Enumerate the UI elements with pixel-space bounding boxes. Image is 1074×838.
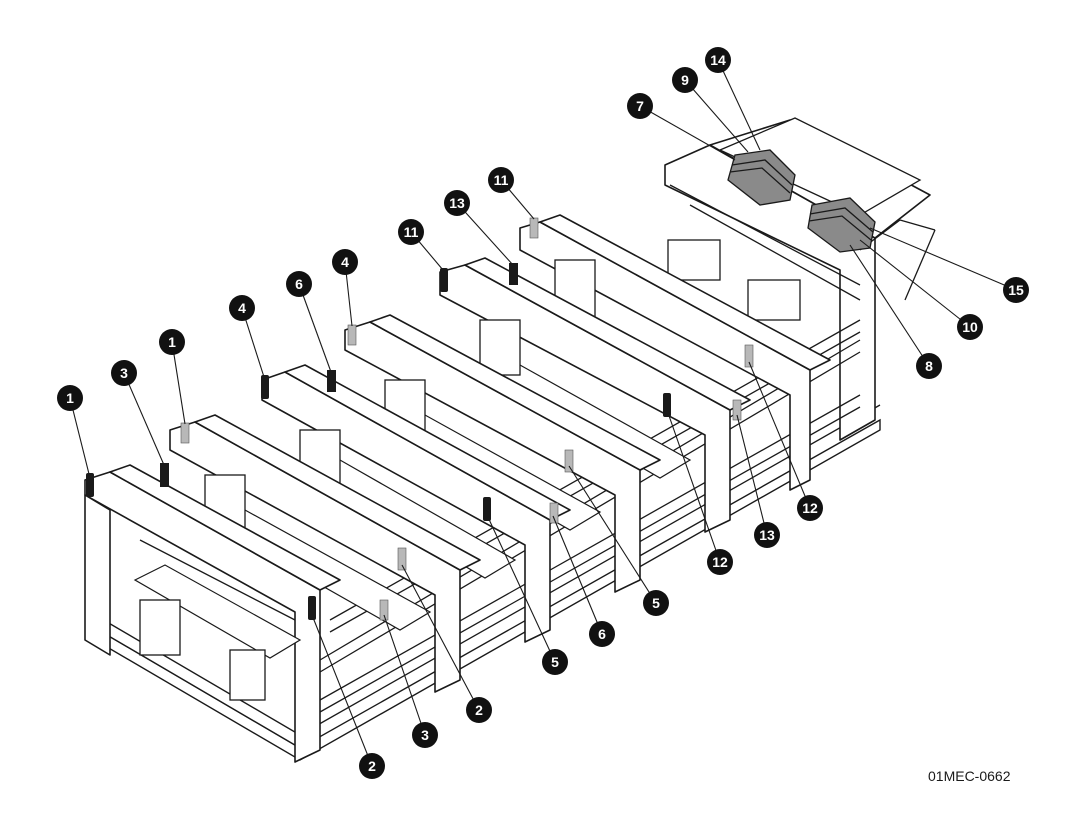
figure-id: 01MEC-0662 bbox=[928, 768, 1011, 784]
callout: 5 bbox=[643, 590, 669, 616]
rear-connectors bbox=[727, 149, 876, 253]
callout: 11 bbox=[398, 219, 424, 245]
svg-text:9: 9 bbox=[681, 72, 689, 88]
callout: 13 bbox=[754, 522, 780, 548]
latches bbox=[86, 217, 754, 621]
svg-text:3: 3 bbox=[421, 727, 429, 743]
svg-text:8: 8 bbox=[925, 358, 933, 374]
svg-text:4: 4 bbox=[238, 300, 246, 316]
callout: 5 bbox=[542, 649, 568, 675]
callout: 8 bbox=[916, 353, 942, 379]
callout: 15 bbox=[1003, 277, 1029, 303]
callout: 4 bbox=[229, 295, 255, 321]
svg-text:6: 6 bbox=[598, 626, 606, 642]
callout: 12 bbox=[797, 495, 823, 521]
callout: 3 bbox=[412, 722, 438, 748]
callout: 3 bbox=[111, 360, 137, 386]
callout: 2 bbox=[359, 753, 385, 779]
callout: 2 bbox=[466, 697, 492, 723]
svg-text:2: 2 bbox=[475, 702, 483, 718]
svg-text:10: 10 bbox=[962, 319, 978, 335]
svg-text:13: 13 bbox=[759, 527, 775, 543]
svg-text:1: 1 bbox=[168, 334, 176, 350]
callout: 13 bbox=[444, 190, 470, 216]
svg-text:12: 12 bbox=[712, 554, 728, 570]
svg-text:4: 4 bbox=[341, 254, 349, 270]
svg-text:13: 13 bbox=[449, 195, 465, 211]
callout: 6 bbox=[286, 271, 312, 297]
svg-text:11: 11 bbox=[404, 224, 419, 240]
svg-text:14: 14 bbox=[710, 52, 726, 68]
svg-text:12: 12 bbox=[802, 500, 818, 516]
callout: 7 bbox=[627, 93, 653, 119]
callout: 4 bbox=[332, 249, 358, 275]
callout: 1 bbox=[159, 329, 185, 355]
card-frame-1 bbox=[84, 464, 341, 763]
svg-text:5: 5 bbox=[551, 654, 559, 670]
svg-text:15: 15 bbox=[1008, 282, 1024, 298]
callout: 11 bbox=[488, 167, 514, 193]
svg-text:3: 3 bbox=[120, 365, 128, 381]
callout: 14 bbox=[705, 47, 731, 73]
svg-text:2: 2 bbox=[368, 758, 376, 774]
callout: 10 bbox=[957, 314, 983, 340]
callout: 12 bbox=[707, 549, 733, 575]
svg-text:11: 11 bbox=[494, 172, 509, 188]
callout: 9 bbox=[672, 67, 698, 93]
callout: 1 bbox=[57, 385, 83, 411]
svg-text:6: 6 bbox=[295, 276, 303, 292]
card-frame-3 bbox=[261, 364, 571, 643]
svg-text:7: 7 bbox=[636, 98, 644, 114]
callout: 6 bbox=[589, 621, 615, 647]
svg-text:5: 5 bbox=[652, 595, 660, 611]
svg-text:1: 1 bbox=[66, 390, 74, 406]
